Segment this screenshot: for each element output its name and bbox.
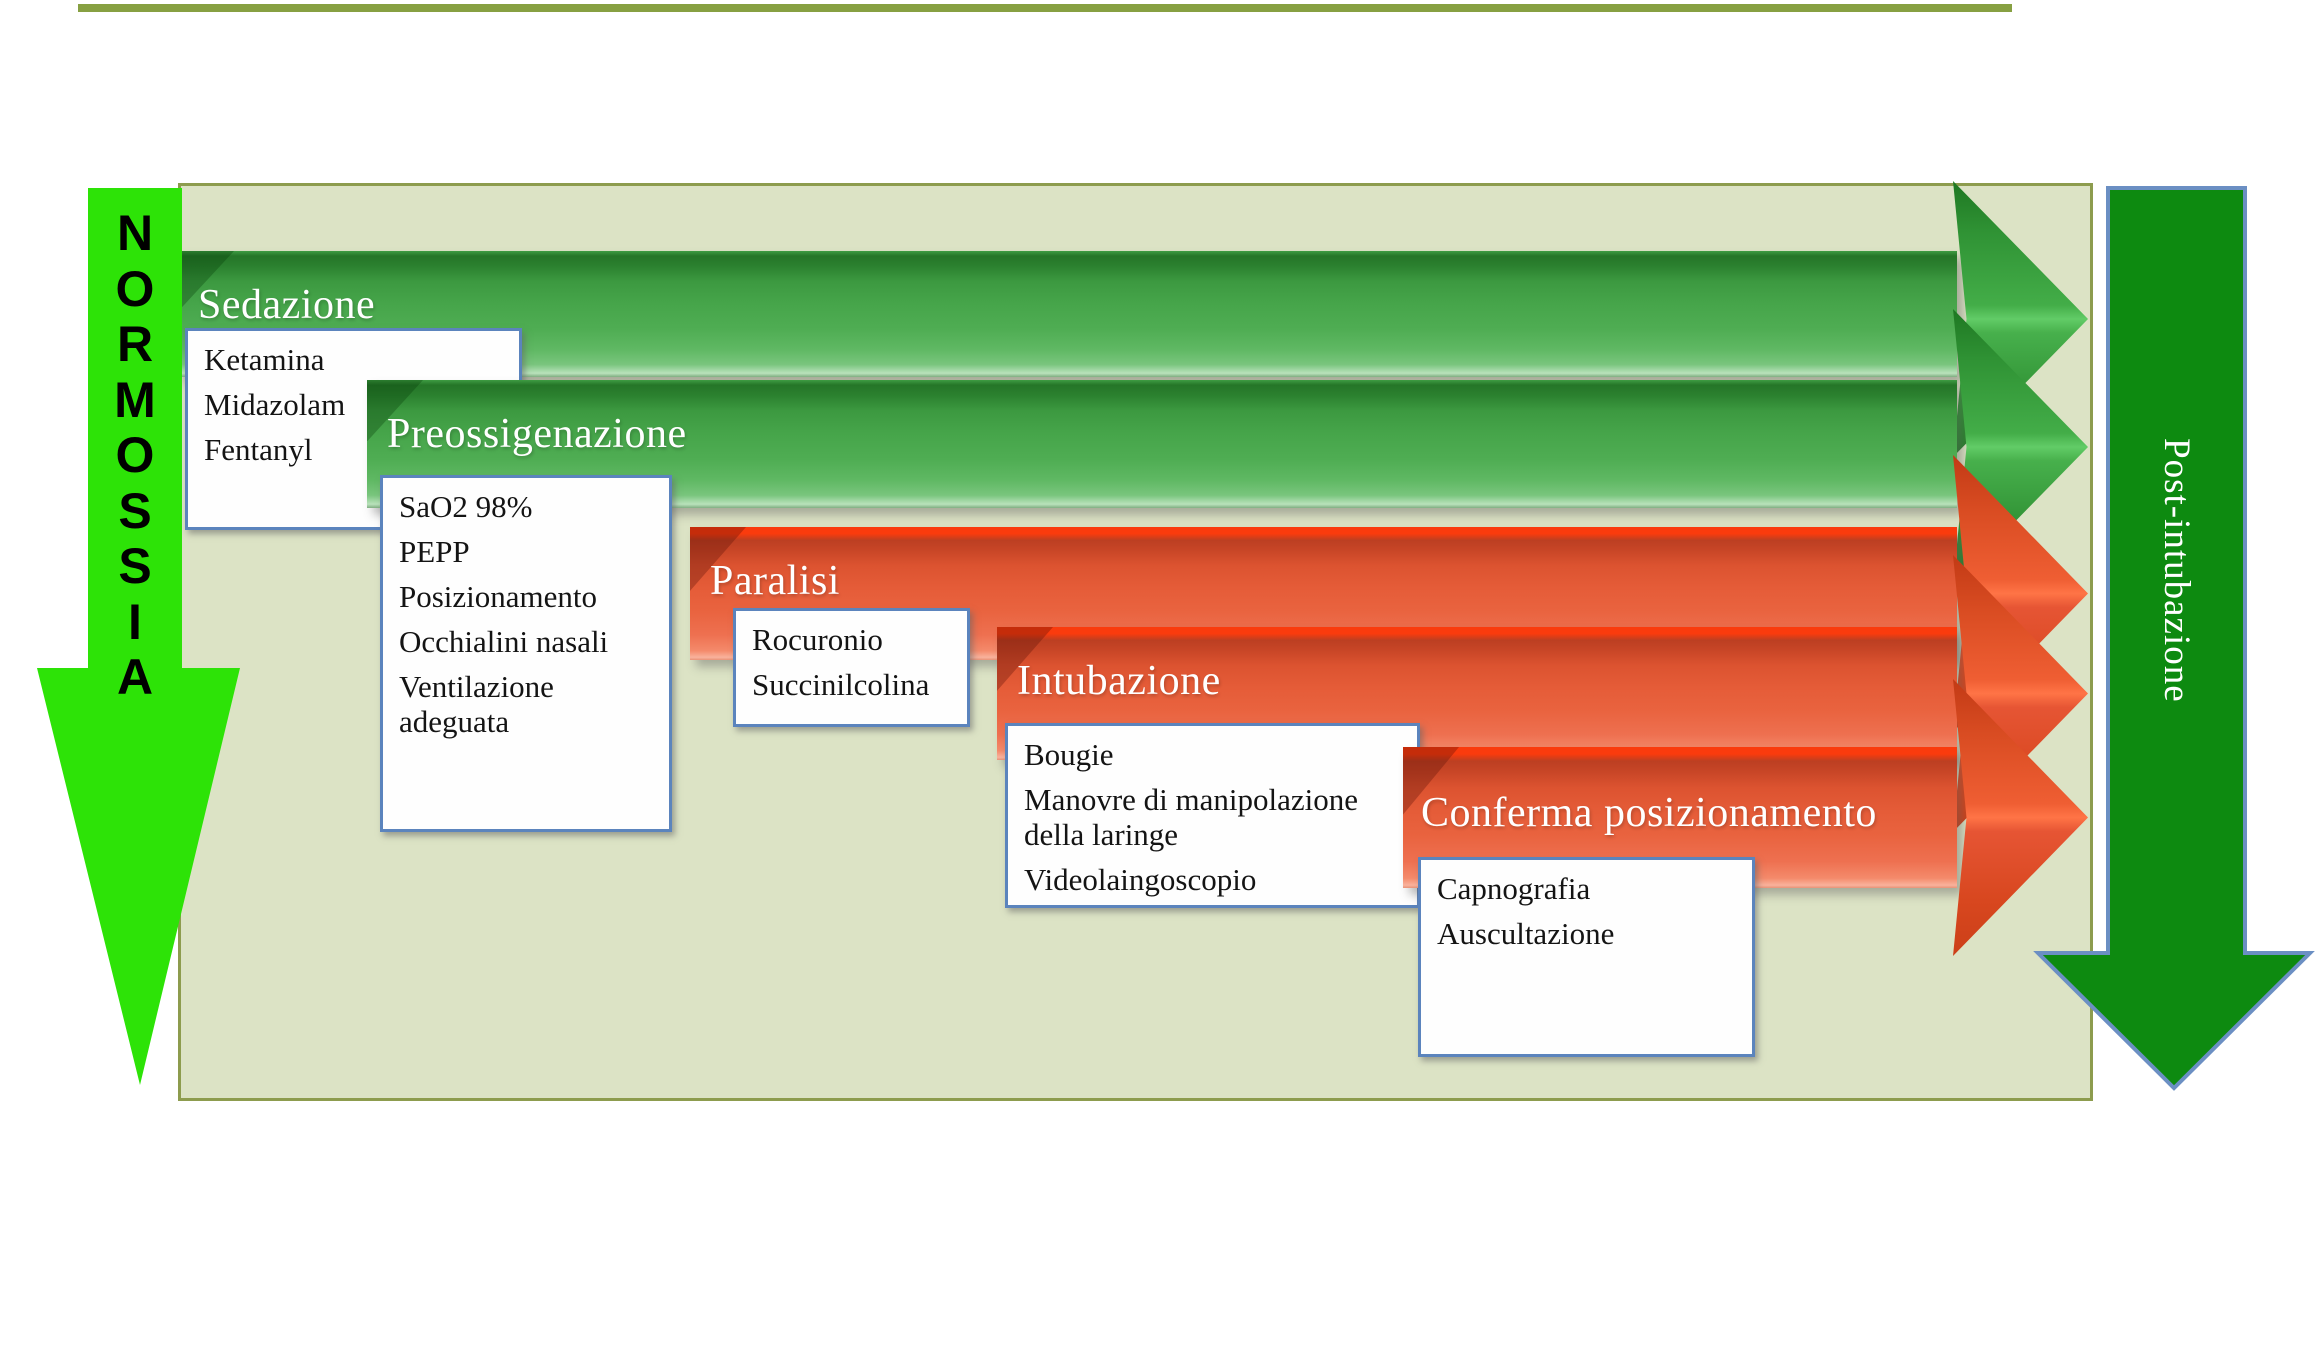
card-item: Manovre di manipolazione della laringe	[1024, 782, 1359, 853]
card-item: Succinilcolina	[752, 667, 930, 703]
normoxia-letter: A	[116, 649, 154, 705]
stage-label-sedazione: Sedazione	[198, 282, 376, 328]
stage-label-paralisi: Paralisi	[710, 558, 840, 604]
top-border-line	[78, 4, 2012, 12]
stage-card-intubazione: Bougie Manovre di manipolazione della la…	[1005, 723, 1420, 908]
card-item: Posizionamento	[399, 579, 598, 615]
card-item: Auscultazione	[1437, 916, 1615, 952]
stage-card-preossigenazione: SaO2 98% PEPP Posizionamento Occhialini …	[380, 475, 672, 832]
card-item: Fentanyl	[204, 432, 313, 468]
stage-label-preossigenazione: Preossigenazione	[387, 411, 687, 457]
card-item: Ketamina	[204, 342, 325, 377]
stage-card-paralisi: Rocuronio Succinilcolina	[733, 608, 970, 727]
post-intubation-label: Post-intubazione	[2156, 438, 2197, 703]
card-item: SaO2 98%	[399, 489, 533, 524]
card-item: Capnografia	[1437, 871, 1591, 906]
card-item: Occhialini nasali	[399, 624, 609, 660]
normoxia-arrow-shape	[37, 188, 240, 1085]
card-item: Ventilazione adeguata	[399, 669, 554, 740]
post-intubation-arrow-shape	[2033, 186, 2315, 1091]
card-item: Midazolam	[204, 387, 346, 423]
normoxia-letter: S	[118, 538, 152, 594]
normoxia-letter: S	[118, 482, 152, 539]
normoxia-letter: R	[116, 316, 154, 372]
normoxia-letter: I	[128, 593, 142, 650]
card-item: Videolaingoscopio	[1024, 862, 1257, 898]
post-intubation-arrow	[2033, 186, 2315, 1091]
card-item: Rocuronio	[752, 622, 883, 657]
normoxia-letter: M	[114, 371, 156, 428]
card-item: PEPP	[399, 534, 470, 570]
normoxia-label: N O R M O S S I A	[88, 205, 182, 706]
normoxia-letter: O	[115, 427, 155, 483]
normoxia-arrow	[37, 188, 240, 1085]
normoxia-letter: N	[116, 205, 154, 261]
normoxia-letter: O	[115, 260, 155, 317]
stage-card-conferma-posizionamento: Capnografia Auscultazione	[1418, 857, 1755, 1057]
stage-label-intubazione: Intubazione	[1017, 658, 1221, 704]
stage-label-conferma-posizionamento: Conferma posizionamento	[1421, 790, 1877, 836]
card-item: Bougie	[1024, 737, 1114, 772]
